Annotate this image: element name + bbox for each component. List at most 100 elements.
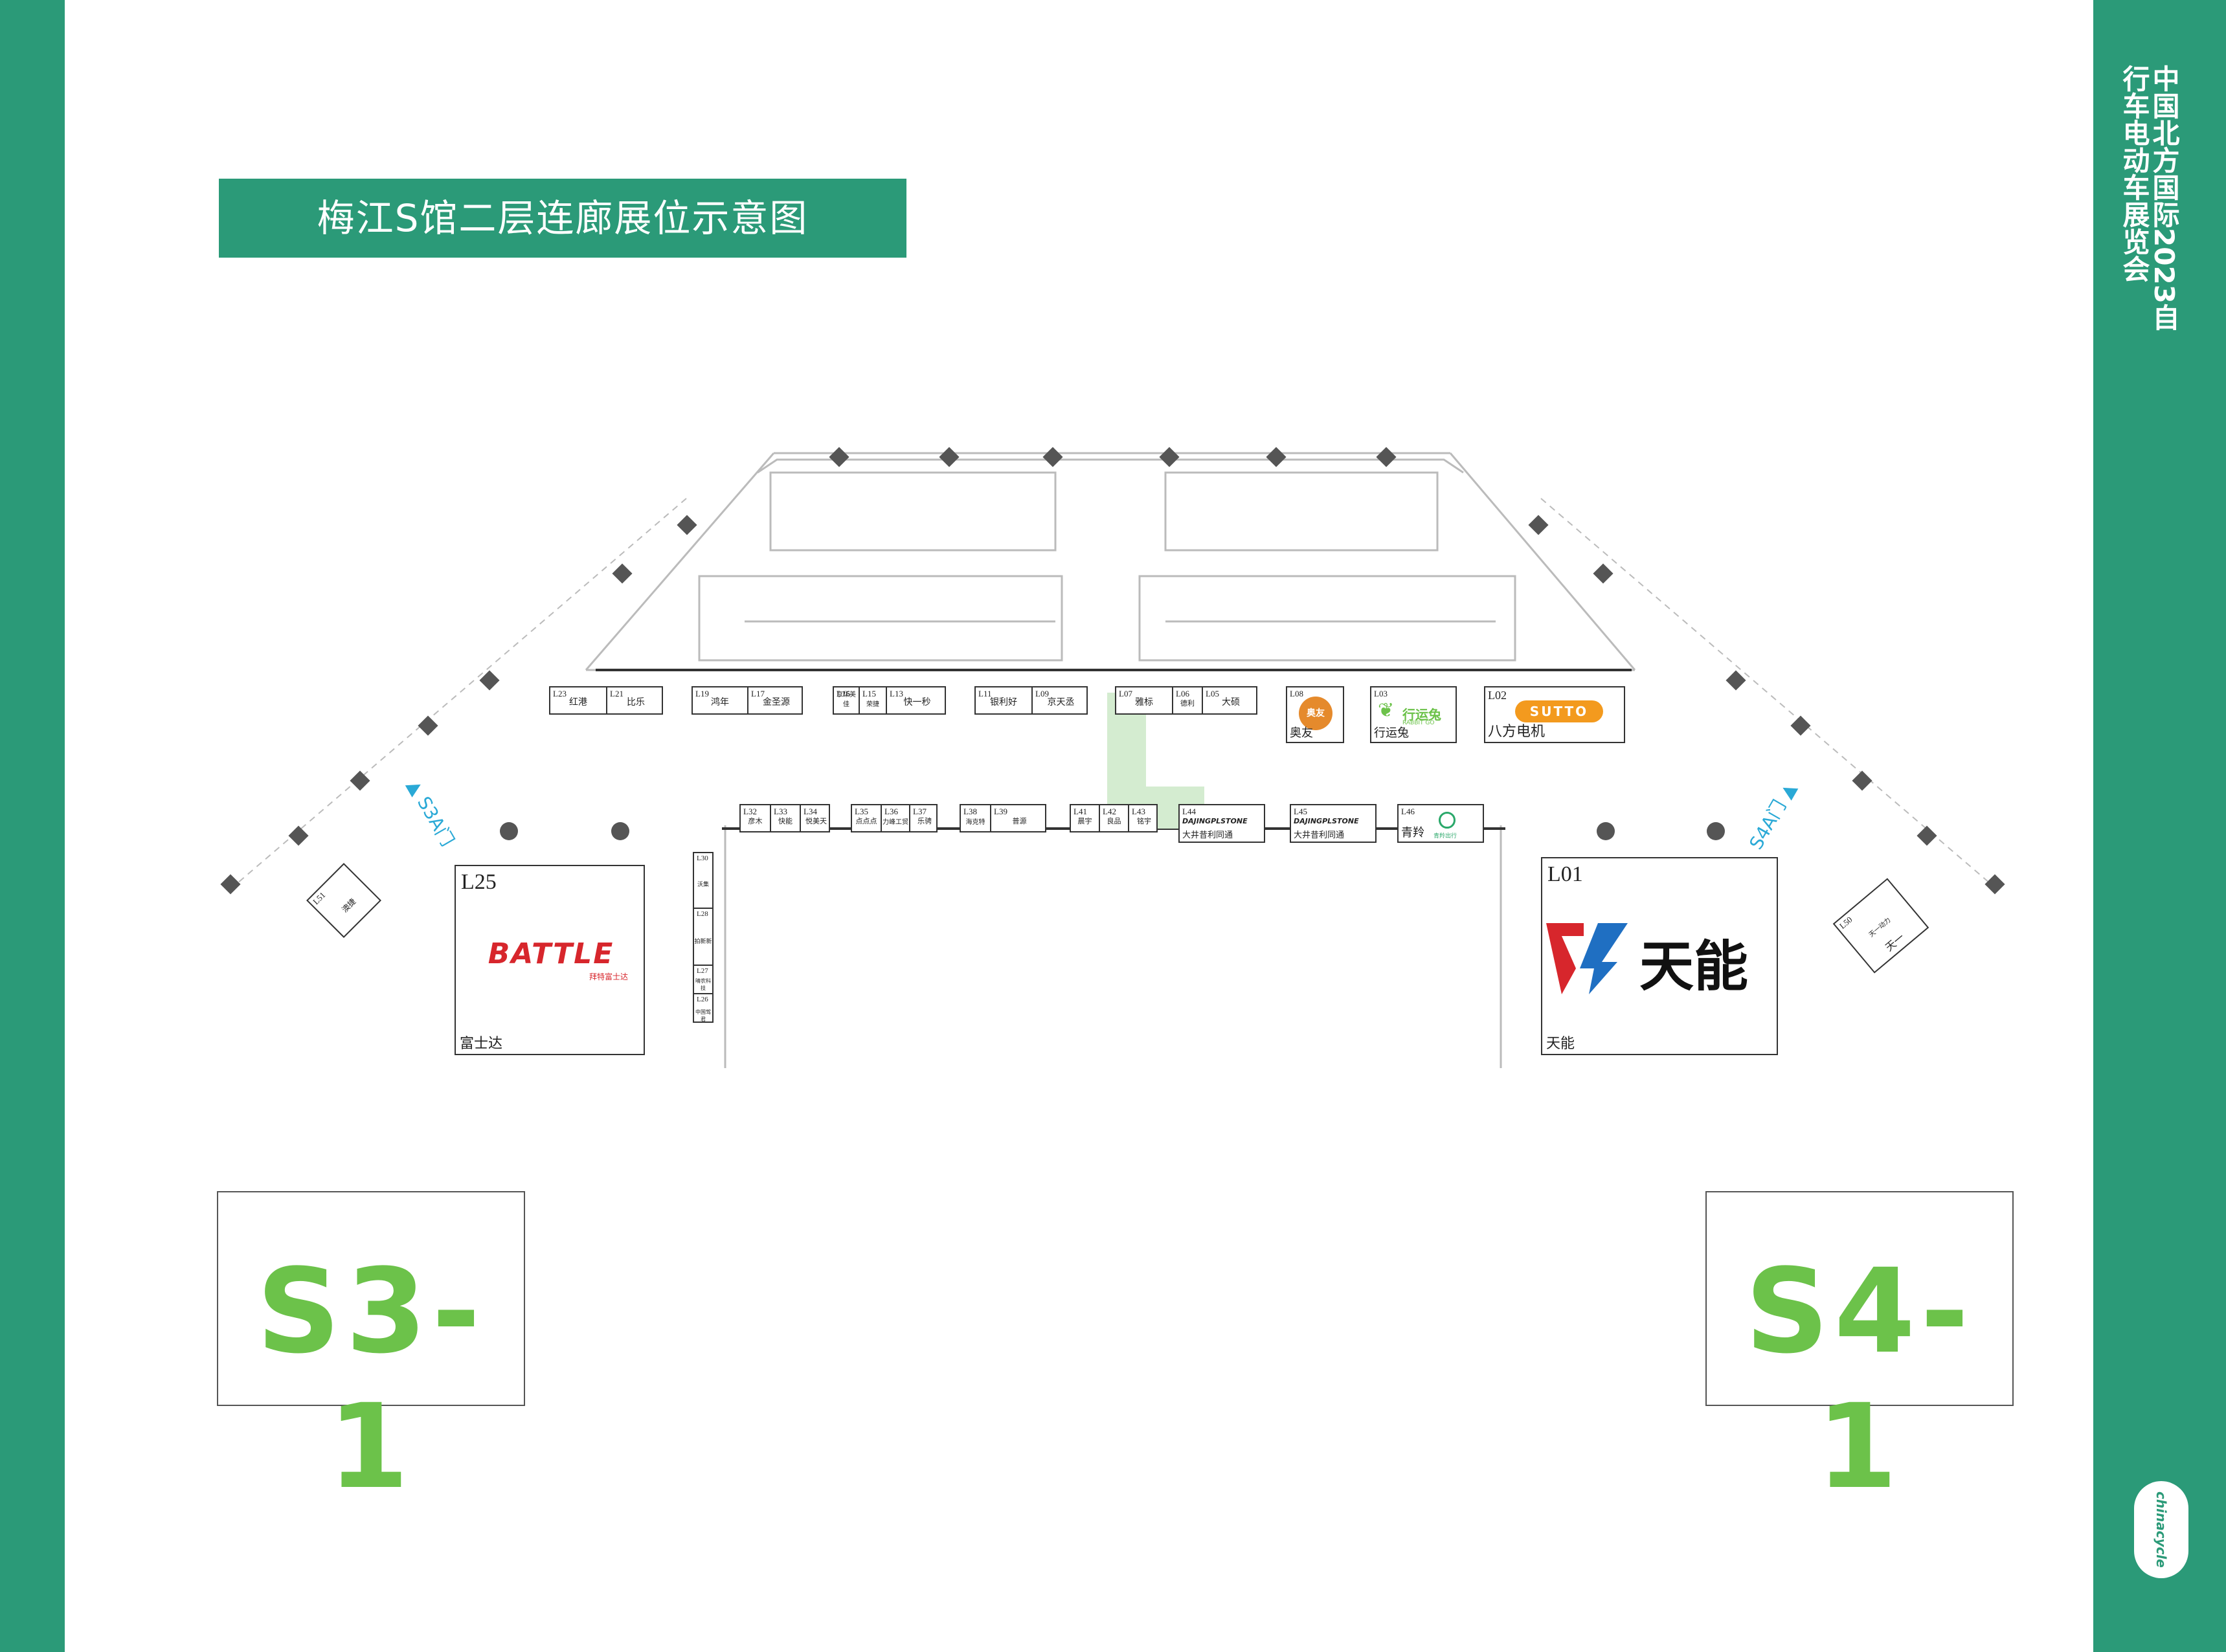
booth-id: L27 xyxy=(697,967,708,975)
booth-id: L11 xyxy=(978,689,992,698)
booth-l25[interactable]: L25 BATTLE 拜特富士达 富士达 xyxy=(455,865,645,1055)
booth-name: 金圣源 xyxy=(763,697,790,708)
column-marker xyxy=(1707,822,1725,840)
chinacycle-logo: chinacycle xyxy=(2134,1481,2188,1578)
booth-name: 点点点 xyxy=(855,817,877,825)
booth-l01[interactable]: L01 天能 天能 xyxy=(1541,857,1778,1055)
booth-name: 大井昔利同通 xyxy=(1182,831,1233,840)
booth-id: L05 xyxy=(1206,689,1219,698)
booth-name: 德利 xyxy=(1180,699,1195,708)
booth-name: 雅标 xyxy=(1135,697,1153,708)
booth-id: L01 xyxy=(1547,862,1583,886)
booth-id: L30 xyxy=(697,854,708,862)
booth-id: L16 xyxy=(837,689,850,698)
booth-name: 沃集 xyxy=(697,882,709,888)
booth-l08[interactable]: L08 奥友 奥友 xyxy=(1286,686,1344,743)
booth-id: L15 xyxy=(862,689,876,698)
booth-l36[interactable]: L36 力峰工贸 xyxy=(882,805,910,831)
booth-id: L41 xyxy=(1074,807,1087,816)
column-marker xyxy=(1597,822,1615,840)
sutto-logo: SUTTO xyxy=(1515,700,1603,722)
booth-id: L35 xyxy=(855,807,868,816)
booth-id: L02 xyxy=(1488,689,1507,702)
booth-id: L43 xyxy=(1132,807,1145,816)
booth-id: L06 xyxy=(1176,689,1189,698)
booth-l46[interactable]: L46 青羚出行 青羚 xyxy=(1397,804,1484,843)
booth-name: 晴农科技 xyxy=(695,978,711,991)
booth-name: 京天丞 xyxy=(1047,697,1075,708)
booth-id: L19 xyxy=(695,689,709,698)
booth-name: 行运兔 xyxy=(1374,726,1409,740)
booth-l15[interactable]: L15 荣捷 xyxy=(860,687,887,713)
booth-l30[interactable]: L30 沃集 xyxy=(694,853,712,909)
booth-name: 彦木 xyxy=(748,817,763,825)
booth-id: L32 xyxy=(743,807,757,816)
booth-name: 荣捷 xyxy=(866,701,879,708)
booth-l03[interactable]: L03 ❦ 行运兔 RABBIT GO 行运兔 xyxy=(1370,686,1457,743)
booth-l02[interactable]: L02 SUTTO 八方电机 xyxy=(1484,686,1625,743)
booth-id: L25 xyxy=(461,870,497,894)
dajing-logo: DAJINGPLSTONE xyxy=(1294,817,1359,825)
tianyi-logo-sub: 天一动力 xyxy=(1867,917,1893,939)
booth-id: L37 xyxy=(913,807,927,816)
booth-l27[interactable]: L27 晴农科技 xyxy=(694,966,712,994)
booth-name: 大井昔利同通 xyxy=(1294,831,1345,840)
booth-id: L33 xyxy=(774,807,787,816)
booth-id: L13 xyxy=(890,689,903,698)
booth-name: 拍新新 xyxy=(694,939,712,945)
booth-id: L07 xyxy=(1119,689,1132,698)
aoyou-logo: 奥友 xyxy=(1299,697,1332,730)
left-brand-bar xyxy=(0,0,65,1652)
qingling-logo-text: 青羚出行 xyxy=(1433,833,1457,840)
booth-id: L23 xyxy=(553,689,567,698)
battle-logo-sub: 拜特富士达 xyxy=(589,972,628,981)
hall-s4-1-label: S4-1 xyxy=(1745,1244,1974,1515)
booth-l44[interactable]: L44 DAJINGPLSTONE 大井昔利同通 xyxy=(1178,804,1265,843)
hall-s4-1: S4-1 xyxy=(1705,1191,2014,1515)
booth-name: 良品 xyxy=(1107,817,1121,825)
column-marker xyxy=(611,822,629,840)
column-marker xyxy=(500,822,518,840)
booth-l45[interactable]: L45 DAJINGPLSTONE 大井昔利同通 xyxy=(1290,804,1377,843)
booth-name: 快一秒 xyxy=(903,697,931,708)
booth-id: L36 xyxy=(884,807,898,816)
booth-id: L44 xyxy=(1182,807,1196,816)
booth-name: 晨宇 xyxy=(1077,817,1092,825)
hall-s3-1: S3-1 xyxy=(217,1191,525,1515)
booth-name: 力峰工贸 xyxy=(883,819,908,826)
booth-name: 海克特 xyxy=(965,819,985,826)
dajing-logo: DAJINGPLSTONE xyxy=(1182,817,1248,825)
booth-id: L09 xyxy=(1035,689,1049,698)
booth-name: 大硕 xyxy=(1222,697,1240,708)
booth-id: L34 xyxy=(804,807,817,816)
logo-text: chinacycle xyxy=(2153,1491,2169,1568)
